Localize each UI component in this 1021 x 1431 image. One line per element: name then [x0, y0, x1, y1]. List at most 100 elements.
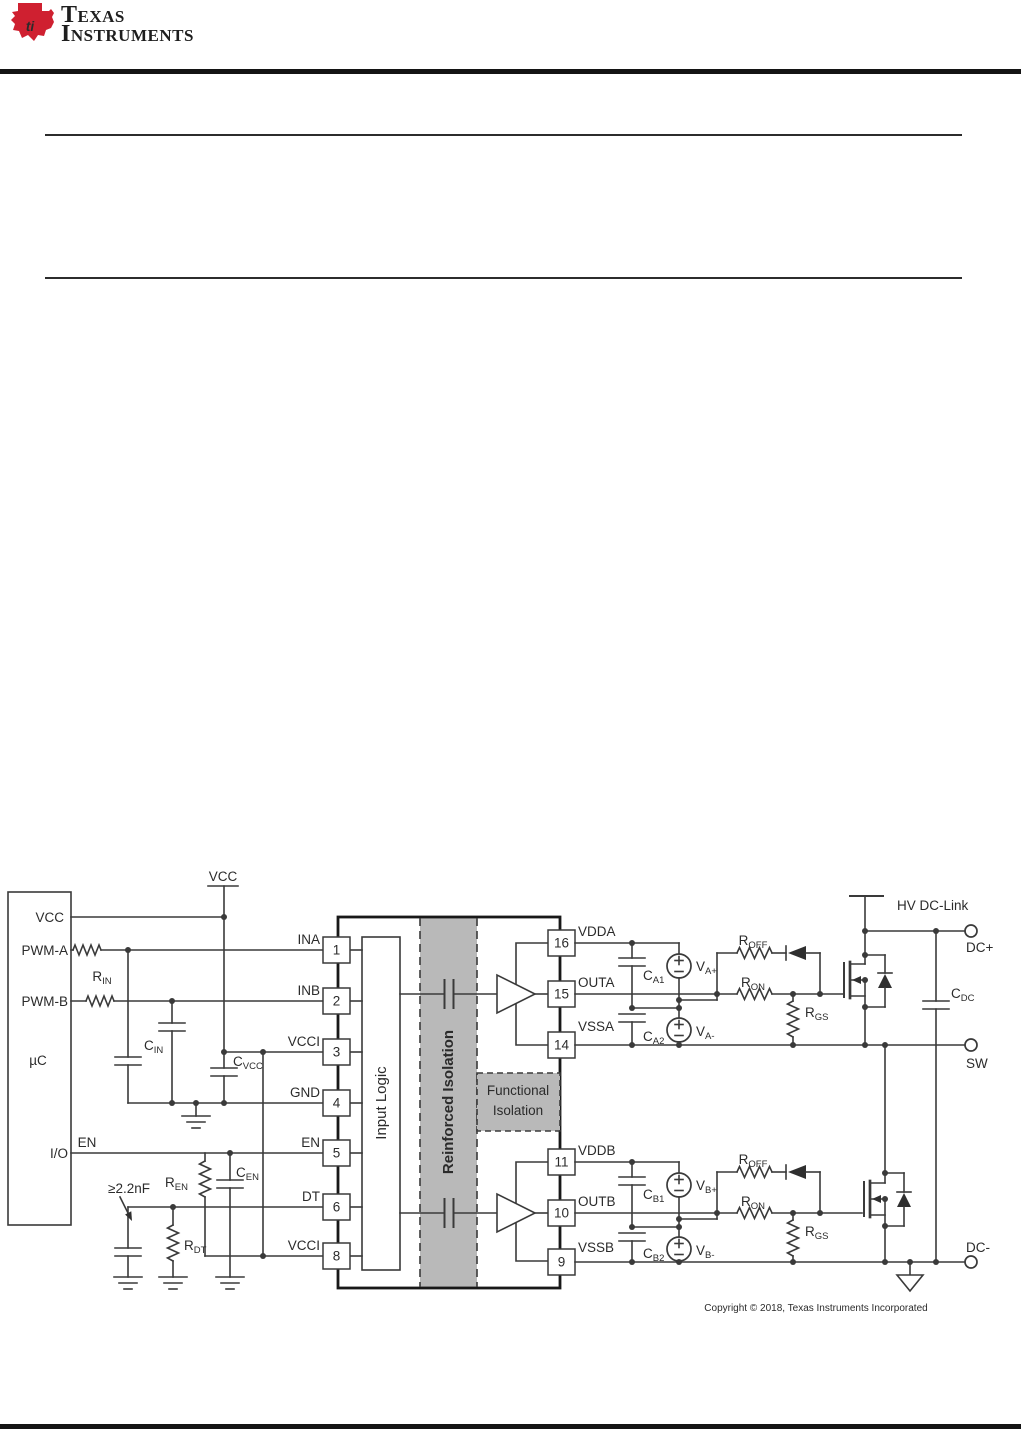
mosfet-b-icon [863, 1170, 912, 1263]
cap-dt [114, 1206, 142, 1278]
ground-icon [158, 1276, 188, 1290]
body-diode-icon [864, 954, 893, 1008]
mcu-pin-pwm-a: PWM-A [22, 943, 69, 958]
input-logic-label: Input Logic [373, 1066, 390, 1140]
pin-number: 9 [558, 1255, 566, 1270]
pin-number: 1 [333, 943, 341, 958]
roff-b-label: ROFF [739, 1152, 768, 1170]
pin-label-outa: OUTA [578, 975, 615, 990]
body-diode-icon [884, 1172, 912, 1227]
mosfet-a-icon [843, 930, 893, 1046]
buffer-b-icon [496, 1192, 537, 1234]
mcu-block: VCC PWM-A PWM-B µC I/O [7, 891, 72, 1226]
vb-minus-label: VB- [696, 1243, 715, 1261]
cb1-label: CB1 [643, 1187, 664, 1205]
footer-rule [0, 1424, 1021, 1429]
pin-number: 16 [554, 936, 569, 951]
roff-diode-branch-b [716, 1164, 821, 1214]
resistor-roff-a [735, 945, 774, 961]
ti-logo-icon: ti [11, 3, 54, 41]
functional-isolation: Functional Isolation [476, 1072, 561, 1132]
vcci-net [223, 1049, 324, 1259]
cap-ca2 [618, 1013, 646, 1046]
ground-icon [113, 1276, 143, 1290]
ron-a-label: RON [741, 975, 765, 993]
ca1-label: CA1 [643, 968, 664, 986]
pin-number: 14 [554, 1038, 570, 1053]
ron-b-label: RON [741, 1194, 765, 1212]
resistor-roff-b [735, 1164, 774, 1180]
mcu-pin-vcc: VCC [35, 910, 64, 925]
section-rule-bottom [45, 277, 962, 279]
dt-cap-value-label: ≥2.2nF [108, 1181, 150, 1196]
buffer-a-icon [496, 973, 537, 1015]
pin-stubs [349, 949, 363, 1257]
en-net: EN REN CEN [70, 1135, 324, 1290]
pin-number: 3 [333, 1045, 341, 1060]
pin-label-vssa: VSSA [578, 1019, 614, 1034]
source-vb-plus [666, 1172, 692, 1198]
cap-cdc [922, 930, 950, 1263]
resistor-rgs-b [785, 1212, 801, 1263]
hv-dc-link-label: HV DC-Link [897, 898, 969, 913]
dc-minus-rail: DC- [574, 1240, 990, 1293]
resistor-rin-b [84, 993, 116, 1009]
sw-terminal [964, 1038, 978, 1052]
rgs-b-label: RGS [805, 1224, 828, 1242]
ground-icon [215, 1276, 245, 1290]
resistor-ron-a [735, 986, 774, 1002]
cen-label: CEN [236, 1165, 259, 1183]
cap-cb1 [618, 1161, 646, 1228]
pin-label-inb: INB [297, 983, 320, 998]
functional-isolation-label-1: Functional [487, 1083, 549, 1098]
dc-plus-terminal [964, 924, 978, 938]
pin-label-ina: INA [297, 932, 320, 947]
cap-cen [216, 1152, 244, 1278]
brand-text: Texas Instruments [61, 2, 194, 46]
diode-icon [785, 945, 806, 961]
channel-a-isolation [399, 942, 549, 1046]
cdc-label: CDC [951, 986, 975, 1004]
source-vb-minus [666, 1236, 692, 1262]
rgs-a-label: RGS [805, 1005, 828, 1023]
pin-number: 10 [554, 1206, 569, 1221]
rdt-label: RDT [184, 1238, 207, 1256]
mcu-title: µC [29, 1053, 47, 1068]
chassis-ground-icon [895, 1261, 925, 1293]
pin-label-dt: DT [302, 1189, 320, 1204]
pin-label-vssb: VSSB [578, 1240, 614, 1255]
cb2-label: CB2 [643, 1246, 664, 1264]
sw-rail: SW [574, 1038, 988, 1184]
resistor-ren [197, 1152, 213, 1257]
en-net-label: EN [78, 1135, 97, 1150]
mcu-pin-pwm-b: PWM-B [22, 994, 69, 1009]
roff-diode-branch-a [716, 945, 821, 995]
functional-isolation-label-2: Isolation [493, 1103, 543, 1118]
copyright-text: Copyright © 2018, Texas Instruments Inco… [704, 1303, 927, 1314]
vcc-supply-label: VCC [209, 869, 238, 884]
ren-label: REN [165, 1175, 188, 1193]
rin-label: RIN [92, 969, 111, 987]
sw-label: SW [966, 1056, 988, 1071]
pin-number: 8 [333, 1249, 341, 1264]
cin-label: CIN [144, 1038, 163, 1056]
dc-minus-terminal [964, 1255, 978, 1269]
gate-driver-ic: Input Logic Reinforced Isolation [288, 915, 616, 1290]
reinforced-isolation-label: Reinforced Isolation [440, 1030, 457, 1174]
pwm-a-net [70, 942, 324, 1104]
resistor-rin-a [71, 942, 103, 958]
ic-left-pins: 1 2 3 4 5 6 8 INA INB VCCI GND EN DT VCC… [288, 932, 351, 1270]
pin-number: 15 [554, 987, 569, 1002]
source-va-plus [666, 953, 692, 979]
va-minus-label: VA- [696, 1024, 715, 1042]
pin-number: 5 [333, 1146, 341, 1161]
mcu-pin-io: I/O [50, 1146, 68, 1161]
channel-a-drive: VA+ CA1 VA- CA2 [574, 933, 844, 1047]
pin-label-en: EN [301, 1135, 320, 1150]
pin-label-vdda: VDDA [578, 924, 616, 939]
dc-minus-label: DC- [966, 1240, 990, 1255]
pin-label-vcci8: VCCI [288, 1238, 320, 1253]
brand-line1: Texas [61, 2, 125, 28]
vcc-supply: VCC CVCC [70, 869, 263, 1106]
